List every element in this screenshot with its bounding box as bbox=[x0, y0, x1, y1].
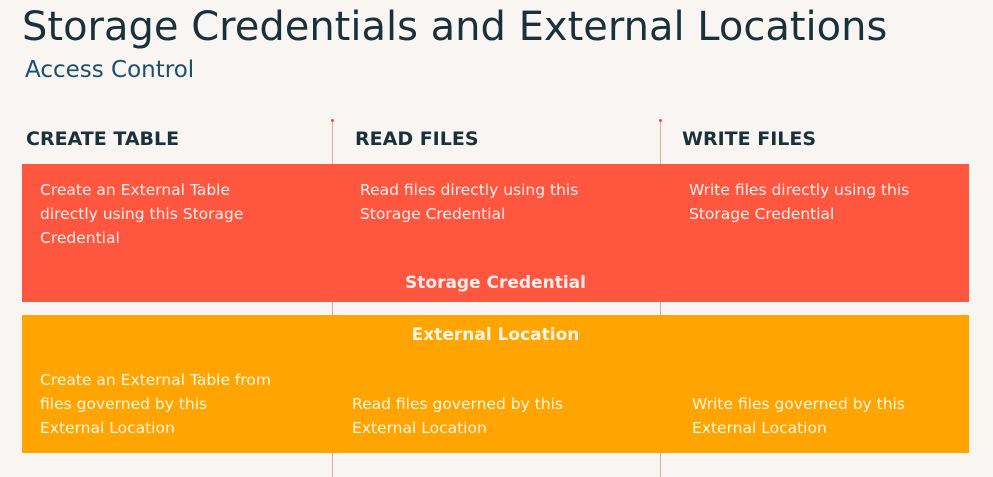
external-location-band: External Location Create an External Tab… bbox=[22, 315, 969, 453]
storage-credential-band: Create an External Table directly using … bbox=[22, 164, 969, 302]
external-location-read-files-text: Read files governed by this External Loc… bbox=[352, 395, 563, 437]
external-location-write-files-text: Write files governed by this External Lo… bbox=[692, 395, 905, 437]
storage-credential-write-files-text: Write files directly using this Storage … bbox=[689, 181, 910, 223]
page-title: Storage Credentials and External Locatio… bbox=[22, 4, 888, 50]
external-location-label: External Location bbox=[411, 325, 580, 345]
column-heading-read-files: READ FILES bbox=[355, 128, 479, 150]
column-heading-write-files: WRITE FILES bbox=[682, 128, 817, 150]
page-subtitle: Access Control bbox=[25, 57, 195, 83]
storage-credential-label: Storage Credential bbox=[405, 273, 586, 293]
storage-credential-read-files-text: Read files directly using this Storage C… bbox=[360, 181, 579, 223]
external-location-create-table-text: Create an External Table from files gove… bbox=[40, 371, 271, 437]
storage-credential-create-table-text: Create an External Table directly using … bbox=[40, 181, 244, 247]
column-heading-create-table: CREATE TABLE bbox=[26, 128, 180, 150]
